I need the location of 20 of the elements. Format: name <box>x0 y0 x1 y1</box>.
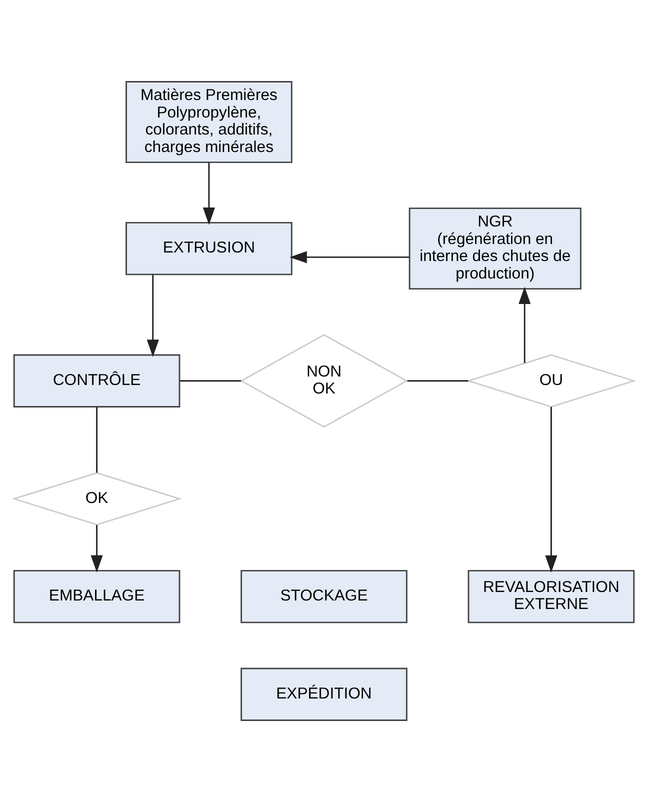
arrow <box>90 524 103 572</box>
node-box: NGR (régénération en interne des chutes de production) <box>408 207 582 290</box>
node-box: STOCKAGE <box>240 569 408 623</box>
node-box: EMBALLAGE <box>13 569 180 623</box>
node-box: CONTRÔLE <box>13 354 180 407</box>
arrow <box>545 406 558 572</box>
connector <box>407 380 468 382</box>
arrow <box>146 274 159 356</box>
arrow <box>290 250 410 263</box>
connector <box>96 406 98 472</box>
arrow <box>202 162 215 224</box>
arrow <box>518 286 531 363</box>
node-box: Matières Premières Polypropylène, colorants, additifs, charges minérales <box>126 80 292 162</box>
connector <box>180 380 242 382</box>
node-diamond: OU <box>466 354 636 407</box>
node-diamond: NON OK <box>240 334 408 428</box>
node-box: EXTRUSION <box>126 221 292 275</box>
node-box: REVALORISATION EXTERNE <box>468 569 635 623</box>
node-box: EXPÉDITION <box>240 667 408 720</box>
node-diamond: OK <box>12 472 182 525</box>
